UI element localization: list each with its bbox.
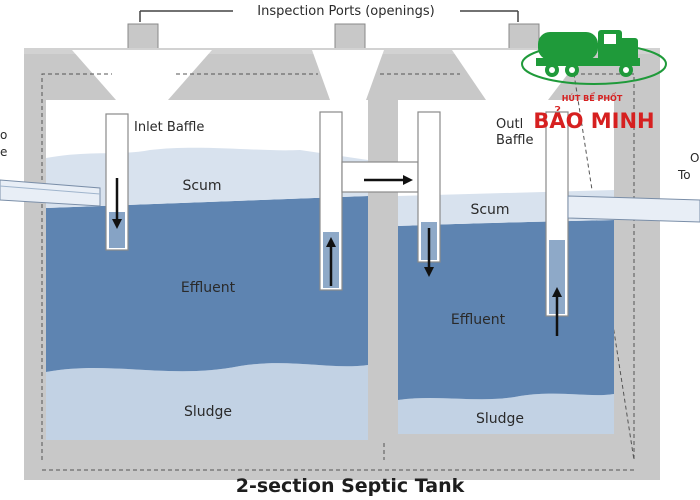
scum-left-label: Scum [182,178,221,194]
outlet-baffle-label-line2: Baffle [496,133,533,148]
right-edge-label-bottom: To [677,168,691,182]
brand-logo: HÚT BỂ PHỐT BẢO MINH [521,30,667,133]
right-edge-label-top: O [690,151,699,165]
inspection-ports-bracket [139,10,519,22]
left-edge-label-top: o [0,128,7,142]
partition-wall [368,100,398,440]
logo-name: BẢO MINH [533,106,654,133]
effluent-right-label: Effluent [451,312,506,328]
flow-arrows [112,175,562,336]
sludge-left-label: Sludge [184,404,232,420]
inlet-pipe [0,179,101,207]
inlet-baffle-label: Inlet Baffle [134,120,204,135]
left-edge-label-bottom: e [0,145,7,159]
outlet-baffle-label-line1: Outl [496,117,523,132]
right-sludge-layer [398,393,614,434]
left-sludge-layer [46,363,368,440]
scum-right-label: Scum [470,202,509,218]
truck-icon [536,30,640,77]
effluent-left-label: Effluent [181,280,236,296]
header-label: Inspection Ports (openings) [257,4,434,19]
logo-tagline: HÚT BỂ PHỐT [562,91,623,103]
sludge-right-label: Sludge [476,411,524,427]
diagram-title: 2-section Septic Tank [236,475,465,497]
